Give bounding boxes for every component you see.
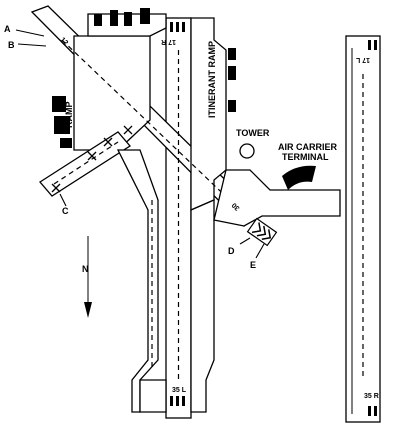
runway-number-12: 12 xyxy=(59,36,70,47)
chevron-blast-pad xyxy=(246,217,278,247)
label-b: B xyxy=(8,40,15,50)
label-air-carrier-line1: AIR CARRIER xyxy=(278,142,338,152)
air-carrier-terminal-building xyxy=(282,165,316,190)
runway-number-17r: 17 R xyxy=(161,38,176,45)
label-itinerant-ramp: ITINERANT RAMP xyxy=(207,41,217,118)
label-a: A xyxy=(4,24,11,34)
north-arrow xyxy=(84,236,92,318)
main-airfield-pavement xyxy=(30,5,261,419)
buildings xyxy=(52,8,236,148)
ramp-area xyxy=(73,35,151,151)
threshold-bars xyxy=(170,22,185,406)
runway-12-30-centerline xyxy=(61,39,239,209)
runway-number-35l: 35 L xyxy=(172,387,187,394)
east-lower-taxiway xyxy=(190,199,215,413)
runway-number-30: 30 xyxy=(231,201,242,212)
intersection-markers xyxy=(51,125,133,193)
right-threshold-bars xyxy=(368,40,377,416)
taxiway-c-centerline xyxy=(53,141,119,185)
tower-symbol xyxy=(239,143,255,159)
runway-number-17l: 17 L xyxy=(355,56,370,63)
label-e: E xyxy=(250,260,256,270)
label-d: D xyxy=(228,246,235,256)
west-lower-taxiway xyxy=(139,379,167,413)
label-c: C xyxy=(62,206,69,216)
label-air-carrier-line2: TERMINAL xyxy=(282,152,329,162)
callout-arrows xyxy=(15,29,265,259)
label-ramp: RAMP xyxy=(64,102,74,129)
label-tower: TOWER xyxy=(236,128,270,138)
runway-number-35r: 35 R xyxy=(364,393,379,400)
label-north: N xyxy=(82,264,89,274)
terminal-connector-taxiway xyxy=(213,169,341,227)
